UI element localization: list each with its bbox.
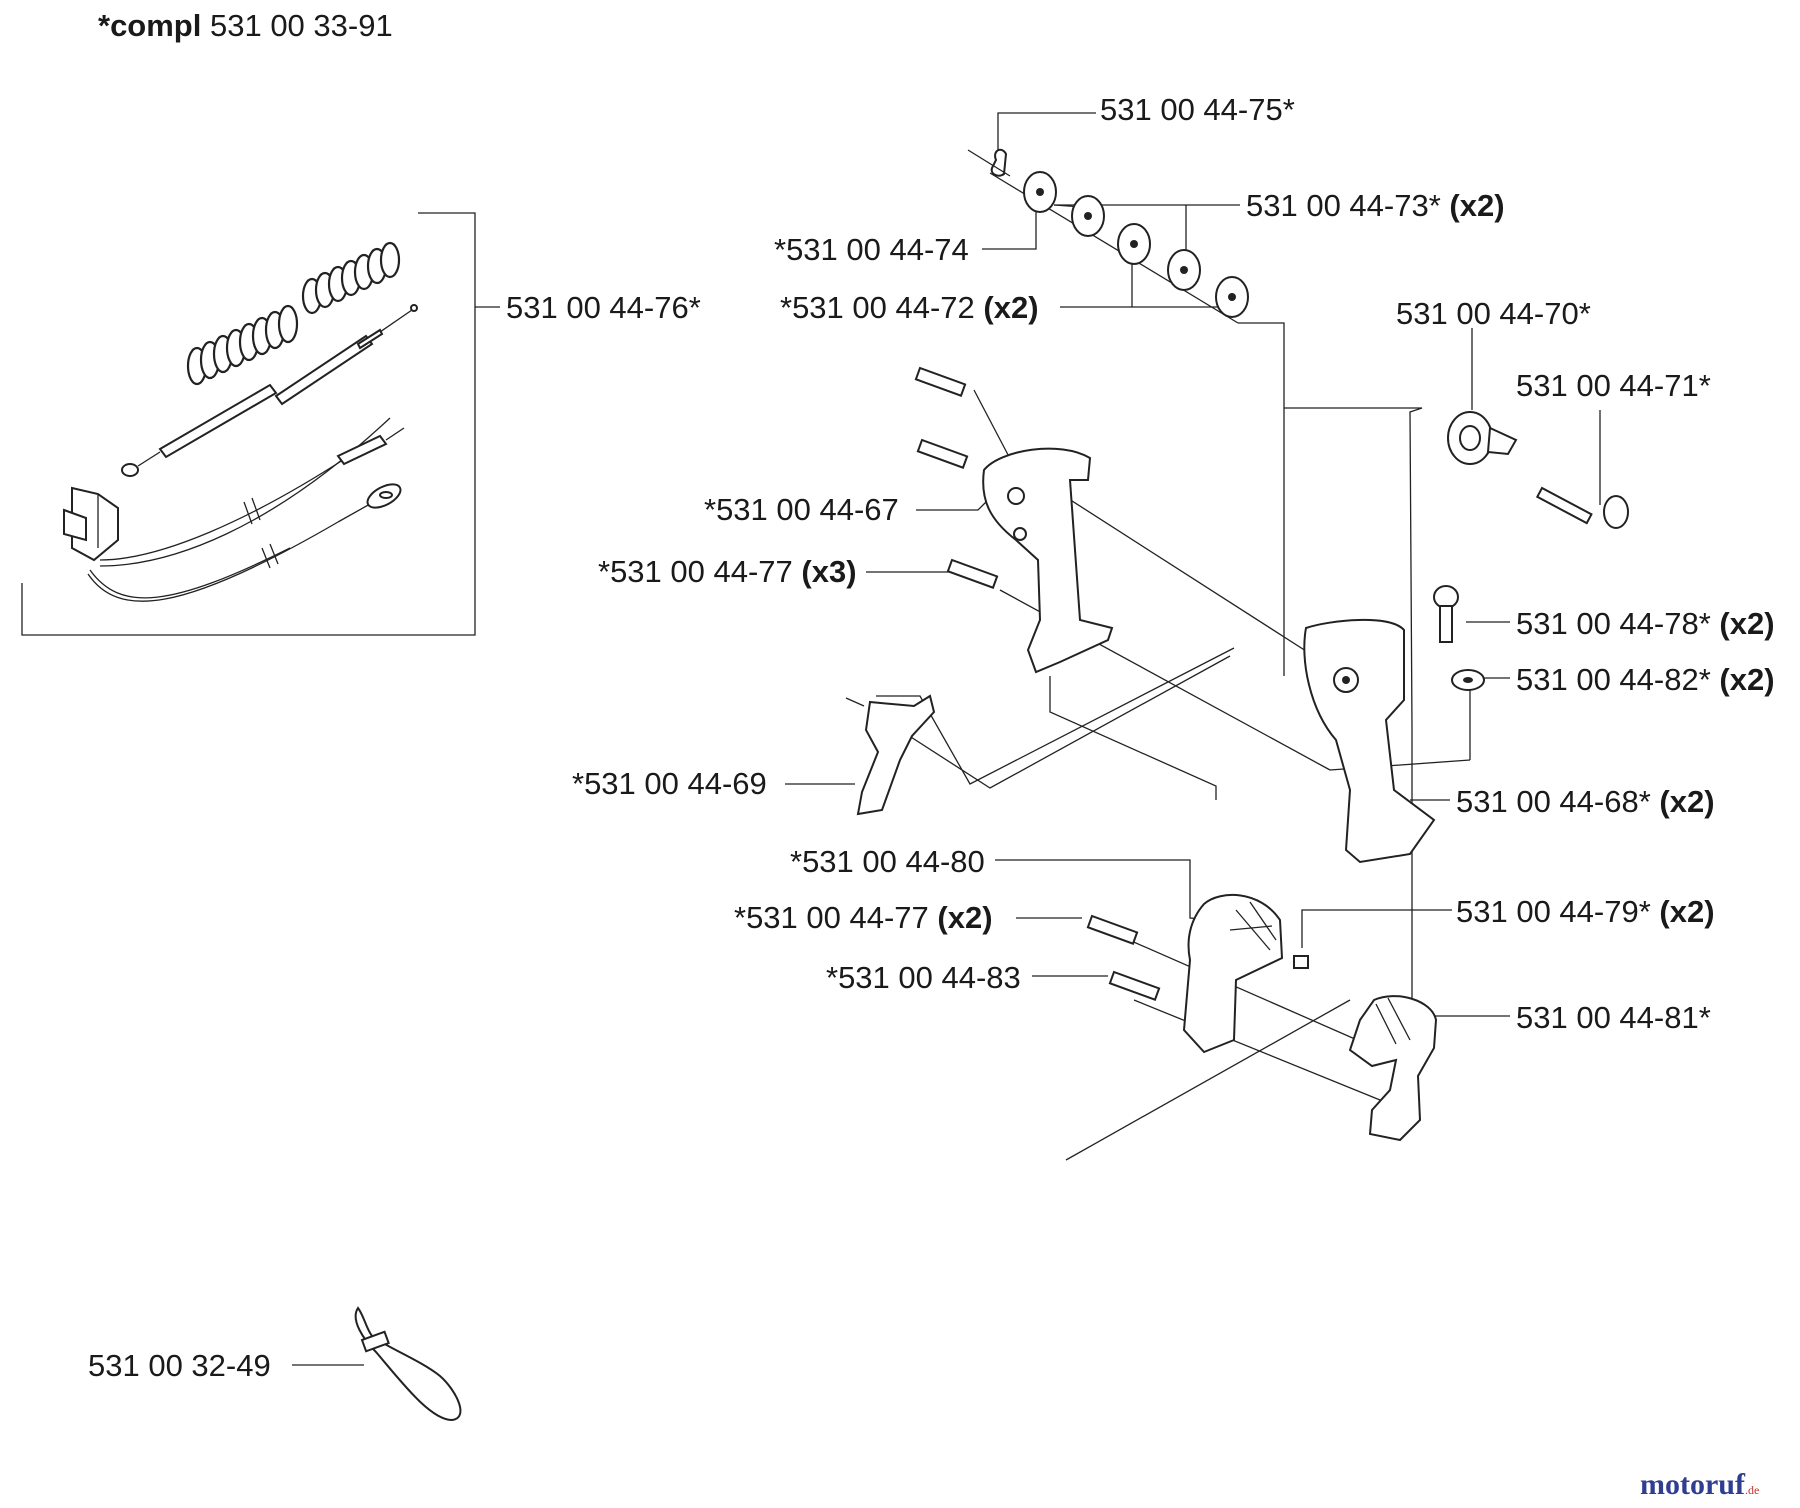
part-number: 531 00 44-81* <box>1516 1000 1711 1035</box>
part-label: *531 00 44-69 <box>572 768 767 799</box>
part-number: 531 00 44-75* <box>1100 92 1295 127</box>
cable-kit-bracket <box>21 212 500 636</box>
part-number: *531 00 44-83 <box>826 960 1021 995</box>
part-number: *531 00 44-74 <box>774 232 969 267</box>
part-label: 531 00 44-78* (x2) <box>1516 608 1775 639</box>
spring-large <box>186 304 299 386</box>
spring-small <box>301 241 401 315</box>
clamp-right <box>1348 995 1438 1142</box>
part-label: 531 00 44-70* <box>1396 298 1591 329</box>
header-prefix: *compl <box>98 8 202 43</box>
part-label: 531 00 44-82* (x2) <box>1516 664 1775 695</box>
washers <box>1023 171 1249 318</box>
part-number: 531 00 44-70* <box>1396 296 1591 331</box>
part-label: 531 00 32-49 <box>88 1350 271 1381</box>
assembly-header: *compl 531 00 33-91 <box>98 10 393 41</box>
part-number: 531 00 44-73* <box>1246 188 1441 223</box>
header-number: 531 00 33-91 <box>209 8 393 43</box>
cable-tie <box>354 1306 462 1422</box>
part-number: 531 00 44-68* <box>1456 784 1651 819</box>
handle-half-right <box>1303 618 1436 864</box>
part-label: 531 00 44-79* (x2) <box>1456 896 1715 927</box>
part-qty: (x2) <box>1449 188 1505 223</box>
part-label: *531 00 44-74 <box>774 234 969 265</box>
watermark-name: motoruf <box>1640 1468 1745 1501</box>
watermark-logo: motoruf.de <box>1640 1468 1759 1502</box>
part-label: 531 00 44-71* <box>1516 370 1711 401</box>
part-qty: (x2) <box>1659 784 1715 819</box>
handle-half-left <box>982 447 1114 674</box>
part-label: *531 00 44-77 (x2) <box>734 902 993 933</box>
washer-small <box>1451 669 1485 691</box>
part-number: *531 00 44-67 <box>704 492 899 527</box>
part-number: *531 00 44-72 <box>780 290 975 325</box>
part-qty: (x3) <box>801 554 857 589</box>
part-label: *531 00 44-77 (x3) <box>598 556 857 587</box>
part-label: 531 00 44-81* <box>1516 1002 1711 1033</box>
part-number: *531 00 44-77 <box>734 900 929 935</box>
cable-kit-drawing <box>63 241 418 602</box>
part-number: 531 00 44-78* <box>1516 606 1711 641</box>
part-label: 531 00 44-75* <box>1100 94 1295 125</box>
watermark-suffix: .de <box>1744 1483 1760 1497</box>
throttle-trigger <box>845 694 936 816</box>
nut-square <box>1293 955 1309 969</box>
part-qty: (x2) <box>937 900 993 935</box>
part-qty: (x2) <box>1719 662 1775 697</box>
part-qty: (x2) <box>1659 894 1715 929</box>
part-number: *531 00 44-80 <box>790 844 985 879</box>
part-number: *531 00 44-77 <box>598 554 793 589</box>
part-number: 531 00 44-82* <box>1516 662 1711 697</box>
part-number: 531 00 44-79* <box>1456 894 1651 929</box>
part-label: *531 00 44-83 <box>826 962 1021 993</box>
part-label: 531 00 44-76* <box>506 292 701 323</box>
part-label: 531 00 44-73* (x2) <box>1246 190 1505 221</box>
part-label: 531 00 44-68* (x2) <box>1456 786 1715 817</box>
part-number: *531 00 44-69 <box>572 766 767 801</box>
screws <box>914 366 1459 1001</box>
part-number: 531 00 44-76* <box>506 290 701 325</box>
clamp-left <box>1182 893 1284 1054</box>
part-number: 531 00 44-71* <box>1516 368 1711 403</box>
part-label: *531 00 44-80 <box>790 846 985 877</box>
part-label: *531 00 44-72 (x2) <box>780 292 1039 323</box>
control-knob <box>1447 411 1629 529</box>
part-qty: (x2) <box>983 290 1039 325</box>
part-number: 531 00 32-49 <box>88 1348 271 1383</box>
part-label: *531 00 44-67 <box>704 494 899 525</box>
clip-part <box>967 148 1011 177</box>
part-qty: (x2) <box>1719 606 1775 641</box>
